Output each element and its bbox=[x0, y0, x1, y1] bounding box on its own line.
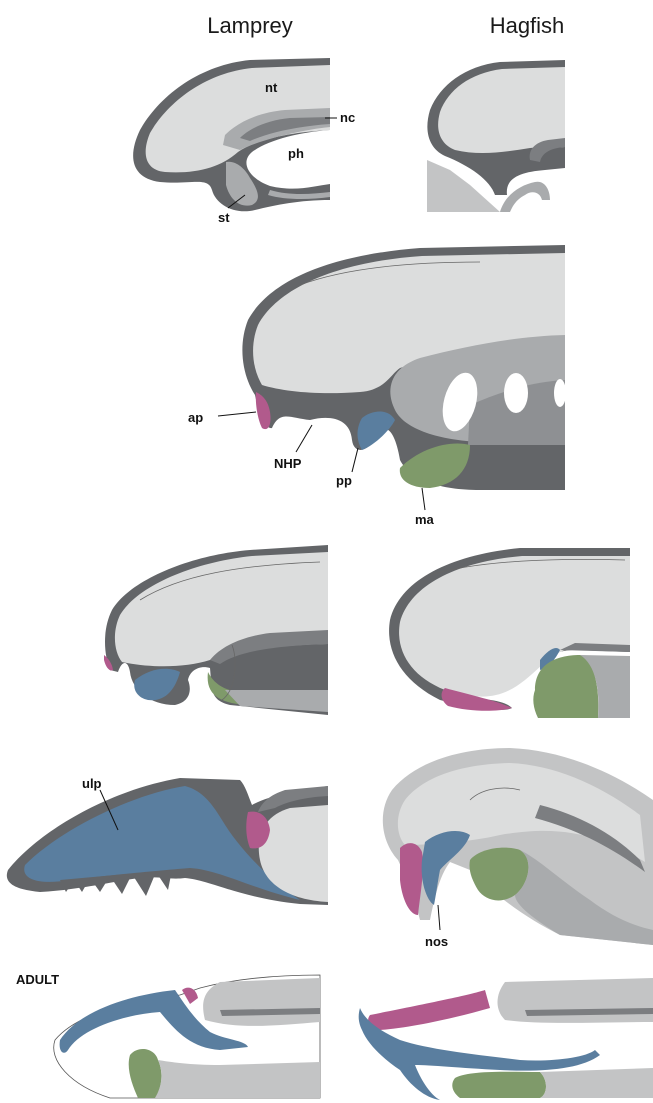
lamprey-column-title: Lamprey bbox=[207, 13, 293, 38]
stage-label-adult: ADULT bbox=[16, 972, 59, 987]
label-ph: ph bbox=[288, 146, 304, 161]
pharyngula-embryo bbox=[242, 245, 566, 490]
label-ma: ma bbox=[415, 512, 435, 527]
hagfish-head-stage bbox=[383, 748, 653, 945]
label-nos: nos bbox=[425, 934, 448, 949]
leader-ap bbox=[218, 412, 256, 416]
leader-nos bbox=[438, 905, 440, 930]
hagfish-column-title: Hagfish bbox=[490, 13, 565, 38]
label-nhp: NHP bbox=[274, 456, 302, 471]
hagfish-adult-head bbox=[359, 975, 653, 1100]
label-pp: pp bbox=[336, 473, 352, 488]
label-ap: ap bbox=[188, 410, 203, 425]
lamprey-larva bbox=[7, 778, 328, 905]
label-nc: nc bbox=[340, 110, 355, 125]
label-ulp: ulp bbox=[82, 776, 102, 791]
lamprey-later-embryo bbox=[104, 545, 328, 715]
hagfish-early-embryo bbox=[427, 60, 565, 212]
hagfish-later-embryo bbox=[389, 548, 630, 718]
lamprey-adult-head bbox=[54, 975, 320, 1098]
label-nt: nt bbox=[265, 80, 278, 95]
lamprey-early-embryo bbox=[133, 58, 330, 211]
leader-pp bbox=[352, 448, 358, 472]
label-st: st bbox=[218, 210, 230, 225]
leader-ma bbox=[422, 488, 425, 510]
leader-nhp bbox=[296, 425, 312, 452]
